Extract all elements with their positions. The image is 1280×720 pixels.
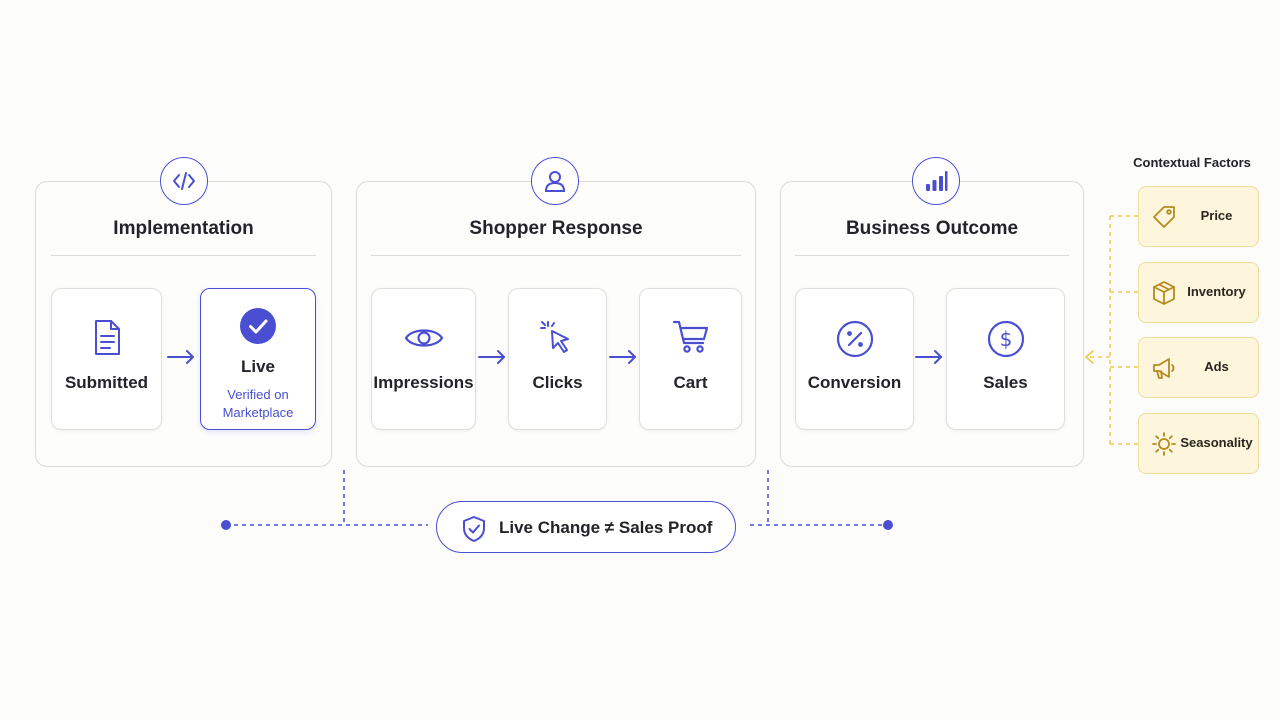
step-clicks: Clicks	[508, 288, 607, 430]
step-impressions: Impressions	[371, 288, 476, 430]
divider	[371, 255, 741, 256]
factor-label: Ads	[1204, 359, 1229, 374]
connector-dot-right	[883, 520, 893, 530]
step-label: Clicks	[532, 373, 583, 392]
arrow-right-icon	[609, 350, 636, 364]
callout-pill: Live Change ≠ Sales Proof	[436, 501, 736, 553]
step-label: Cart	[673, 373, 708, 392]
bar-chart-icon	[912, 157, 960, 205]
connector-dot-left	[221, 520, 231, 530]
price-tag-icon	[1153, 206, 1175, 228]
step-label: Submitted	[64, 373, 149, 392]
factor-label: Seasonality	[1180, 435, 1253, 450]
stage-business-outcome: Business Outcome Conversion $ Sales	[780, 157, 1084, 467]
step-live: Live Verified on Marketplace	[200, 288, 316, 430]
contextual-factors-title: Contextual Factors	[1133, 155, 1251, 170]
factor-arrowhead	[1085, 350, 1094, 364]
factor-label: Inventory	[1187, 284, 1246, 299]
shield-check-icon	[463, 516, 485, 542]
cursor-click-icon	[509, 319, 606, 357]
factor-price: Price	[1138, 186, 1259, 247]
divider	[795, 255, 1069, 256]
stage-title: Business Outcome	[845, 218, 1019, 239]
step-sales: $ Sales	[946, 288, 1065, 430]
arrow-right-icon	[167, 350, 194, 364]
step-label: Live	[240, 357, 276, 376]
stage-title: Implementation	[113, 218, 254, 239]
stage-title: Shopper Response	[469, 218, 643, 239]
code-icon	[160, 157, 208, 205]
sun-icon	[1152, 432, 1176, 456]
step-label: Impressions	[373, 373, 474, 392]
step-label: Sales	[983, 373, 1028, 392]
step-cart: Cart	[639, 288, 742, 430]
box-icon	[1153, 281, 1175, 305]
stage-implementation: Implementation Submitted Live Verified o…	[35, 157, 332, 467]
document-icon	[52, 319, 161, 357]
megaphone-icon	[1153, 358, 1175, 379]
factor-seasonality: Seasonality	[1138, 413, 1259, 474]
arrow-right-icon	[478, 350, 505, 364]
cart-icon	[640, 319, 741, 355]
divider	[51, 255, 316, 256]
svg-text:$: $	[999, 327, 1012, 351]
factor-label: Price	[1200, 208, 1233, 223]
percent-icon	[796, 319, 913, 359]
factor-ads: Ads	[1138, 337, 1259, 398]
step-label: Conversion	[807, 373, 902, 392]
user-icon	[531, 157, 579, 205]
callout-text: Live Change ≠ Sales Proof	[499, 518, 713, 537]
eye-icon	[372, 325, 475, 351]
check-circle-icon	[201, 307, 315, 345]
step-sublabel: Verified on Marketplace	[222, 387, 294, 420]
arrow-right-icon	[915, 350, 942, 364]
dollar-icon: $	[947, 319, 1064, 359]
step-conversion: Conversion	[795, 288, 914, 430]
factor-inventory: Inventory	[1138, 262, 1259, 323]
stage-shopper-response: Shopper Response Impressions Clicks Cart	[356, 157, 756, 467]
step-submitted: Submitted	[51, 288, 162, 430]
